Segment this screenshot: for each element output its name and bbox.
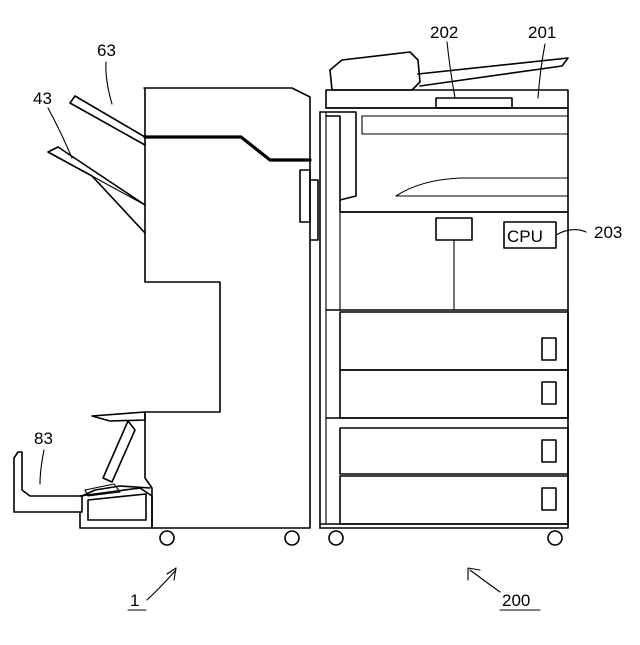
label-201: 201 <box>528 23 556 42</box>
label-1: 1 <box>130 591 139 610</box>
arrow-200 <box>470 570 500 592</box>
label-200: 200 <box>502 591 530 610</box>
arrow-1 <box>147 570 176 600</box>
label-203: 203 <box>594 223 622 242</box>
leader-63 <box>106 62 112 104</box>
tray-43 <box>48 147 145 233</box>
connector <box>300 170 310 222</box>
label-83: 83 <box>34 429 53 448</box>
lower-tray-83 <box>14 452 82 512</box>
middle-tray <box>92 412 145 421</box>
cpu-label: CPU <box>507 227 543 246</box>
paper-cassette-2 <box>340 370 568 418</box>
finisher-wheel-right <box>285 531 299 545</box>
label-202: 202 <box>430 23 458 42</box>
finisher-transport-path <box>145 137 310 160</box>
paper-cassette-4 <box>340 476 568 524</box>
leader-203 <box>556 230 586 235</box>
paper-cassette-3 <box>340 428 568 474</box>
image-forming-apparatus <box>320 52 568 545</box>
printer-wheel-right <box>548 531 562 545</box>
finisher-wheel-left <box>160 531 174 545</box>
printer-wheel-left <box>329 531 343 545</box>
reader-202 <box>436 98 512 108</box>
finisher-body <box>144 88 310 528</box>
label-63: 63 <box>97 41 116 60</box>
label-43: 43 <box>33 89 52 108</box>
document-feeder <box>330 52 420 90</box>
paper-cassette-1 <box>340 312 568 370</box>
leader-83 <box>40 450 44 484</box>
finisher-unit <box>14 88 310 545</box>
upper-tray-63 <box>70 96 145 145</box>
